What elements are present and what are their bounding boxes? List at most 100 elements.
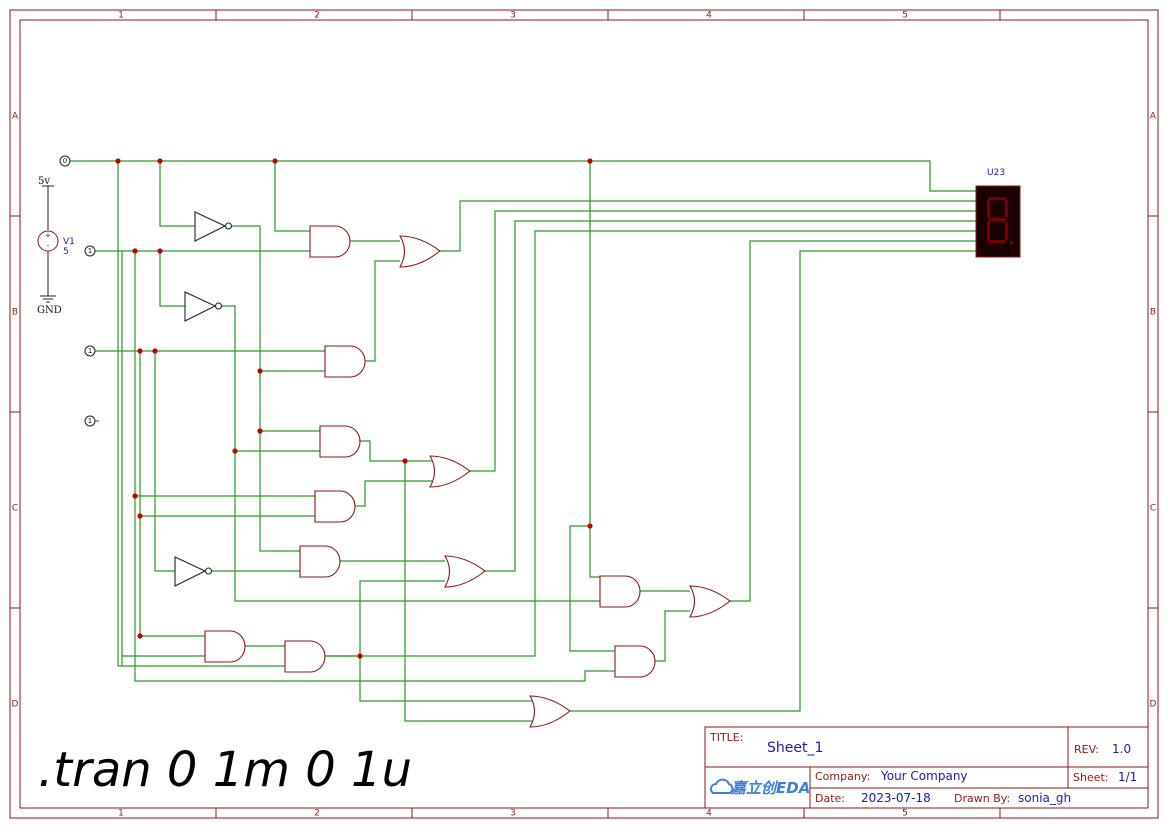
junction bbox=[152, 348, 158, 354]
wire-c-branch-2[interactable] bbox=[154, 351, 175, 572]
input-pins: 0 1 1 1 bbox=[59, 155, 99, 427]
zone-col-1-top: 1 bbox=[118, 11, 124, 21]
source-value: 5 bbox=[63, 247, 69, 257]
wire-and4-or2[interactable] bbox=[355, 480, 432, 507]
junction bbox=[137, 633, 143, 639]
wire-and3-or2[interactable] bbox=[360, 440, 432, 462]
drawn-by-key: Drawn By: bbox=[954, 792, 1010, 805]
wire-a-branch-4[interactable] bbox=[569, 161, 615, 652]
wire-seg-6[interactable] bbox=[570, 250, 976, 712]
junction bbox=[587, 523, 593, 529]
wire-seg-2[interactable] bbox=[470, 210, 976, 472]
and-gate-8[interactable] bbox=[599, 575, 641, 608]
zone-row-c-left: C bbox=[12, 504, 18, 514]
wire-c-branch-1[interactable] bbox=[139, 351, 205, 637]
display-designator: U23 bbox=[987, 168, 1005, 178]
wire-seg-3[interactable] bbox=[485, 220, 976, 572]
zone-col-5-bottom: 5 bbox=[902, 809, 908, 819]
or-gate-3[interactable] bbox=[444, 555, 486, 588]
date-key: Date: bbox=[815, 792, 845, 805]
junction bbox=[157, 158, 163, 164]
junction bbox=[587, 158, 593, 164]
input-pin-b-label: 1 bbox=[88, 247, 92, 255]
input-pin-a-label: 0 bbox=[63, 157, 67, 165]
or-gate-4[interactable] bbox=[689, 585, 731, 618]
junction bbox=[132, 493, 138, 499]
zone-col-4-bottom: 4 bbox=[706, 809, 712, 819]
wire-not-a[interactable] bbox=[232, 225, 300, 552]
wire-seg-4[interactable] bbox=[325, 230, 976, 657]
zone-col-3-bottom: 3 bbox=[510, 809, 516, 819]
zone-row-d-left: D bbox=[12, 700, 19, 710]
wire-and9-or4[interactable] bbox=[655, 610, 690, 662]
voltage-source-v1[interactable]: 5v + - V1 5 GND bbox=[37, 176, 75, 316]
wire-not-b[interactable] bbox=[222, 305, 600, 602]
or-gate-1[interactable] bbox=[399, 235, 441, 268]
not-gate-2[interactable] bbox=[184, 291, 223, 322]
zone-col-5-top: 5 bbox=[902, 11, 908, 21]
and-gate-4[interactable] bbox=[314, 490, 356, 523]
drawing-frame: 1 2 3 4 5 1 2 3 4 5 A B C D A B C D bbox=[9, 9, 1159, 819]
junction bbox=[402, 458, 408, 464]
junction bbox=[257, 428, 263, 434]
and-gate-1[interactable] bbox=[309, 225, 351, 258]
junction bbox=[132, 248, 138, 254]
or-gate-5[interactable] bbox=[529, 695, 571, 728]
not-gate-3[interactable] bbox=[174, 556, 213, 587]
svg-text:+: + bbox=[45, 231, 52, 240]
simulation-directive[interactable]: .tran 0 1m 0 1u bbox=[38, 742, 412, 798]
wire-b-branch-3[interactable] bbox=[134, 251, 615, 682]
and-gate-2[interactable] bbox=[324, 345, 366, 378]
wire-and2-or1[interactable] bbox=[365, 260, 400, 362]
zone-col-3-top: 3 bbox=[510, 11, 516, 21]
input-pin-b[interactable]: 1 bbox=[84, 245, 96, 257]
cloud-icon bbox=[710, 778, 734, 794]
company-value[interactable]: Your Company bbox=[880, 769, 968, 783]
wire-b-branch-2[interactable] bbox=[159, 251, 185, 307]
rev-value[interactable]: 1.0 bbox=[1112, 742, 1131, 756]
date-value[interactable]: 2023-07-18 bbox=[861, 791, 931, 805]
and-gate-6[interactable] bbox=[204, 630, 246, 663]
input-pin-c[interactable]: 1 bbox=[84, 345, 96, 357]
junction bbox=[137, 348, 143, 354]
wires bbox=[70, 160, 976, 722]
and-gate-7[interactable] bbox=[284, 640, 326, 673]
wire-a-branch-1[interactable] bbox=[117, 161, 285, 667]
junction bbox=[357, 653, 363, 659]
zone-col-1-bottom: 1 bbox=[118, 809, 124, 819]
and-gate-5[interactable] bbox=[299, 545, 341, 578]
zone-col-2-bottom: 2 bbox=[314, 809, 320, 819]
display-segments bbox=[987, 197, 1013, 244]
wire-seg-1[interactable] bbox=[440, 200, 976, 252]
wire-and7-tap-or5[interactable] bbox=[359, 656, 532, 702]
seven-segment-display[interactable]: U23 bbox=[975, 168, 1021, 258]
wire-or2-tap-or5[interactable] bbox=[404, 461, 532, 722]
wire-seg-5[interactable] bbox=[730, 240, 976, 602]
wire-a-branch-5[interactable] bbox=[589, 526, 600, 578]
eda-logo: 嘉立创EDA bbox=[710, 778, 810, 797]
zone-row-b-left: B bbox=[12, 308, 18, 318]
title-key: TITLE: bbox=[709, 731, 743, 744]
and-gate-9[interactable] bbox=[614, 645, 656, 678]
input-pin-d[interactable]: 1 bbox=[84, 415, 99, 427]
zone-row-c-right: C bbox=[1150, 504, 1156, 514]
junction bbox=[115, 158, 121, 164]
and-gate-3[interactable] bbox=[319, 425, 361, 458]
zone-row-b-right: B bbox=[1150, 308, 1156, 318]
zone-col-2-top: 2 bbox=[314, 11, 320, 21]
wire-a-branch-3[interactable] bbox=[274, 161, 310, 232]
wire-input-a[interactable] bbox=[70, 160, 976, 192]
wire-a-branch-2[interactable] bbox=[159, 161, 195, 227]
eda-logo-text: 嘉立创EDA bbox=[730, 779, 810, 797]
svg-text:-: - bbox=[47, 241, 50, 250]
or-gate-2[interactable] bbox=[429, 455, 471, 488]
drawn-by-value[interactable]: sonia_gh bbox=[1018, 791, 1071, 805]
wire-and7-or3[interactable] bbox=[325, 580, 445, 657]
zone-row-a-left: A bbox=[12, 112, 19, 122]
input-pin-a[interactable]: 0 bbox=[59, 155, 71, 167]
sheet-value[interactable]: 1/1 bbox=[1118, 770, 1137, 784]
supply-rail-label: 5v bbox=[38, 176, 50, 187]
sheet-title[interactable]: Sheet_1 bbox=[767, 740, 823, 756]
not-gate-1[interactable] bbox=[194, 211, 233, 242]
rev-key: REV: bbox=[1074, 743, 1099, 756]
